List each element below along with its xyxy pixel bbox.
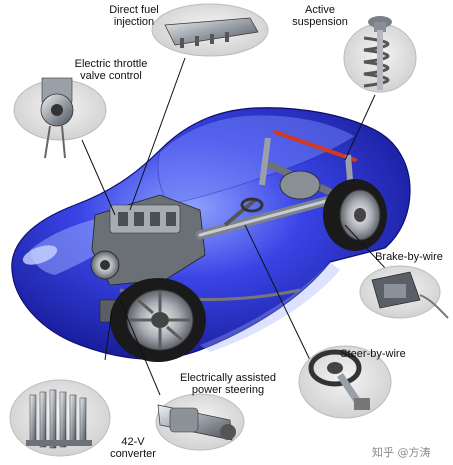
label-brake-by-wire: Brake-by-wire: [372, 251, 446, 263]
leader-lines: [81, 57, 386, 396]
label-direct-fuel-injection: Direct fuel injection: [98, 4, 170, 28]
engine-drivetrain: [90, 130, 374, 323]
label-power-steering: Electrically assisted power steering: [168, 372, 288, 396]
label-active-suspension-line2: suspension: [292, 16, 348, 28]
label-active-suspension: Active suspension: [284, 4, 356, 28]
callout-steer-by-wire: [298, 345, 392, 419]
callout-42v-converter: [9, 379, 111, 457]
label-direct-fuel-injection-line2: injection: [113, 16, 155, 28]
watermark: 知乎 @方涛: [372, 446, 431, 459]
label-electric-throttle-line1: Electric throttle: [74, 58, 148, 70]
callout-direct-fuel-injection: [151, 3, 269, 57]
label-electric-throttle-valve-control: Electric throttle valve control: [66, 58, 156, 82]
front-wheel: [110, 278, 206, 362]
callout-active-suspension: [343, 16, 417, 93]
callout-electric-throttle-valve-control: [13, 77, 107, 159]
label-direct-fuel-injection-line1: Direct fuel: [109, 4, 159, 16]
label-brake-by-wire-line1: Brake-by-wire: [375, 251, 443, 263]
label-steer-by-wire: Steer-by-wire: [336, 348, 410, 360]
label-steer-by-wire-line1: Steer-by-wire: [340, 348, 406, 360]
callout-brake-by-wire: [359, 265, 449, 319]
rear-wheel: [323, 179, 387, 251]
label-power-steering-line1: Electrically assisted: [180, 372, 276, 384]
label-42v-converter-line2: converter: [110, 448, 156, 460]
label-power-steering-line2: power steering: [191, 384, 265, 396]
callout-power-steering: [155, 393, 245, 451]
label-42v-converter: 42-V converter: [104, 436, 162, 460]
label-electric-throttle-line2: valve control: [80, 70, 142, 82]
label-42v-converter-line1: 42-V: [121, 436, 145, 448]
label-active-suspension-line1: Active: [305, 4, 335, 16]
